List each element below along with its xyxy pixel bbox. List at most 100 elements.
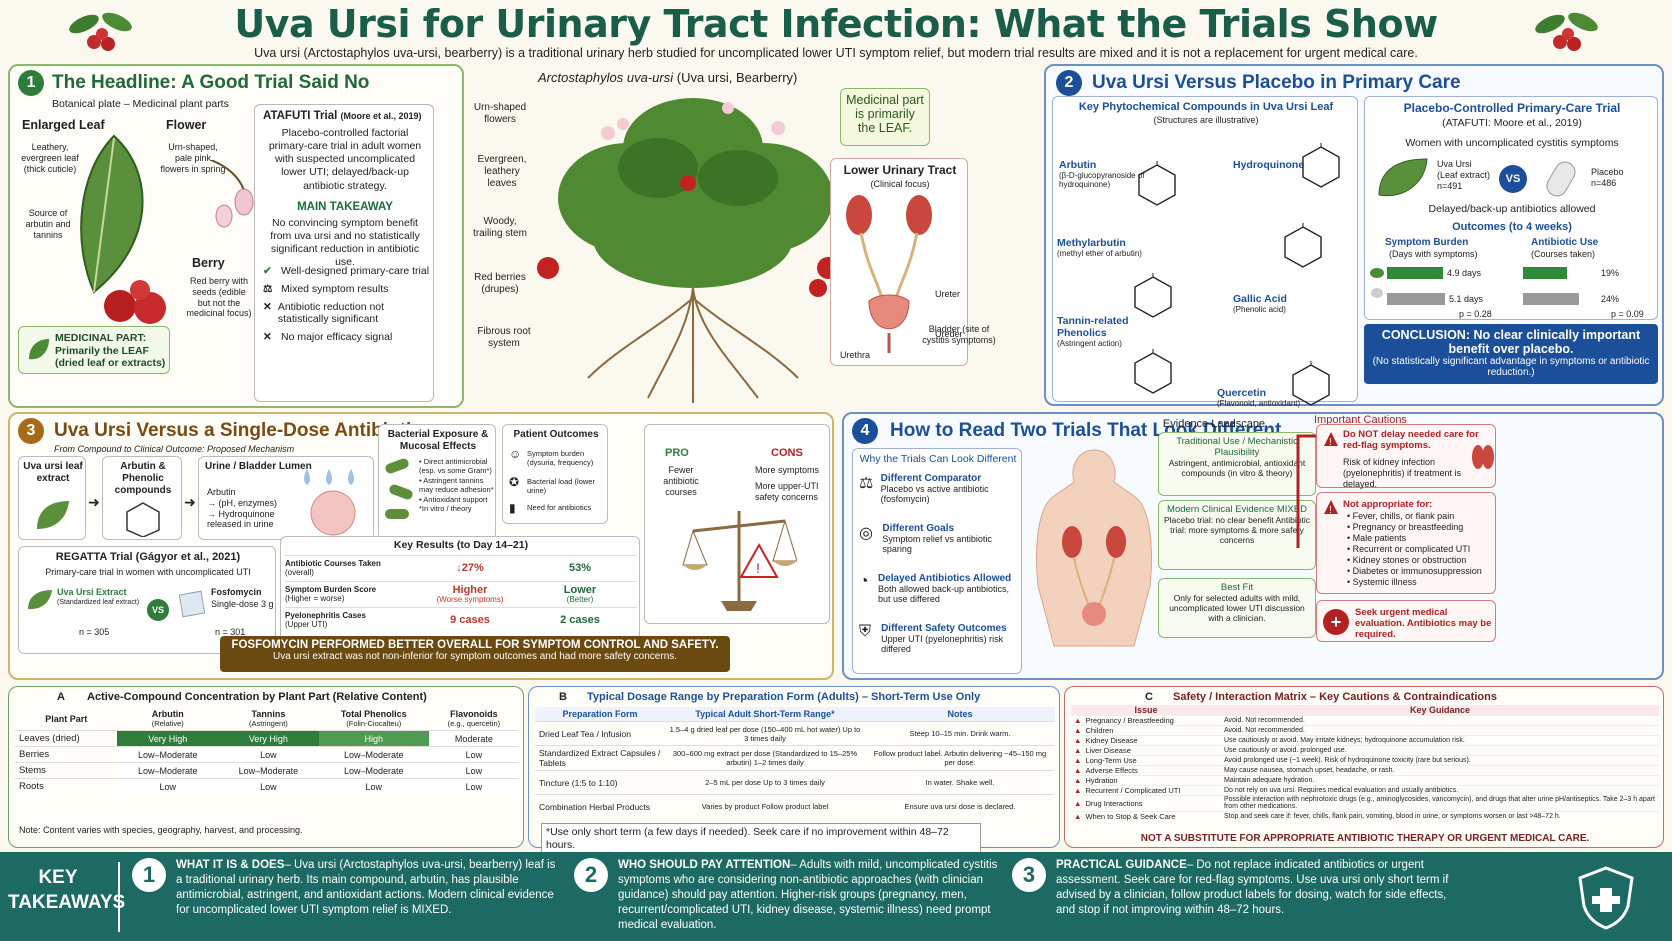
chemical-structure-icon: [1292, 361, 1330, 406]
compound: Hydroquinone: [1233, 159, 1323, 171]
plant-label: Red berries (drupes): [474, 272, 526, 295]
dose-range: Varies by product Follow product label: [701, 802, 829, 812]
landscape-title: Evidence Landscape: [1162, 418, 1266, 430]
level-cell: Low: [428, 778, 519, 794]
arrow-icon: ➜: [88, 494, 100, 510]
patient-outcome: Symptom burden (dysuria, frequency): [527, 449, 594, 467]
arm2-label: Placebo: [1591, 167, 1624, 177]
guidance-text: Possible interaction with nephrotoxic dr…: [1224, 796, 1655, 811]
pill-bottle-icon: ▮: [509, 501, 516, 515]
column-header: Tannins(Astringent): [218, 707, 319, 731]
warning-icon: ▲: [1074, 798, 1082, 808]
issue-cell: ▲Children: [1071, 726, 1221, 736]
step-extract: Uva ursi leaf extract: [18, 456, 86, 540]
x-icon: ✕: [263, 301, 272, 313]
issue-text: Long-Term Use: [1085, 756, 1137, 765]
takeaway-body: – Do not replace indicated antibiotics o…: [1056, 859, 1449, 916]
dose-notes: In water. Shake well.: [925, 778, 995, 787]
warning-icon: ▲: [1074, 716, 1082, 725]
section-number: 1: [18, 70, 44, 96]
evidence-desc: Only for selected adults with mild, unco…: [1169, 593, 1305, 623]
evidence-title: Traditional Use / Mechanistic Plausibili…: [1176, 436, 1298, 458]
check-text: No major efficacy signal: [281, 331, 393, 343]
dose-range: 1.5–4 g dried leaf per dose (150–400 mL …: [669, 724, 861, 743]
table-letter: A: [57, 691, 65, 703]
reason-title: Delayed Antibiotics Allowed: [877, 573, 1012, 584]
why-title: Why the Trials Can Look Different: [859, 453, 1017, 465]
results-title: Key Results (to Day 14–21): [393, 539, 529, 551]
bacteria-icon: ✪: [509, 475, 520, 489]
bacterial-exposure-box: Bacterial Exposure & Mucosal Effects • D…: [378, 424, 496, 540]
table-title: Typical Dosage Range by Preparation Form…: [587, 691, 981, 703]
takeaway-head: PRACTICAL GUIDANCE: [1056, 859, 1187, 871]
chemical-structure-icon: [1284, 223, 1322, 268]
outcome1-title: Symptom Burden: [1385, 237, 1469, 248]
issue-text: Hydration: [1085, 776, 1118, 785]
section-number: 2: [1056, 70, 1082, 96]
dose-range: 2–5 mL per dose Up to 3 times daily: [705, 778, 825, 787]
prep-form: Dried Leaf Tea / Infusion: [539, 728, 631, 739]
panel-placebo: 2 Uva Ursi Versus Placebo in Primary Car…: [1044, 64, 1664, 408]
takeaway-body: – Adults with mild, uncomplicated cystit…: [618, 859, 998, 931]
warning-icon: ▲: [1074, 811, 1082, 821]
check-text: Well-designed primary-care trial: [281, 265, 430, 277]
caution-item: • Systemic illness: [1347, 576, 1417, 587]
plant-part: Roots: [19, 781, 44, 792]
patient-outcomes-box: Patient Outcomes ☺ Symptom burden (dysur…: [502, 424, 608, 524]
compound-title: Key Phytochemical Compounds in Uva Ursi …: [1078, 101, 1334, 113]
level-cell: Low–Moderate: [218, 762, 319, 779]
evidence-title: Best Fit: [1220, 582, 1254, 593]
check-text: Antibiotic reduction not statistically s…: [277, 301, 385, 325]
lumen-line: → Hydroquinone released in urine: [207, 508, 275, 530]
table-note: Note: Content varies with species, geogr…: [19, 825, 303, 835]
evidence-desc: Placebo trial: no clear benefit Antibiot…: [1163, 515, 1310, 545]
bar-antibiotic-uvaursi: [1523, 267, 1567, 279]
column-header: Key Guidance: [1409, 705, 1471, 715]
step-compounds: Arbutin & Phenolic compounds: [102, 456, 182, 540]
banner-text: FOSFOMYCIN PERFORMED BETTER OVERALL FOR …: [231, 639, 719, 651]
issue-text: Recurrent / Complicated UTI: [1085, 786, 1181, 795]
issue-text: Drug Interactions: [1085, 798, 1143, 808]
body-illustration-icon: [1036, 449, 1152, 647]
placebo-pill-icon: [1546, 161, 1576, 197]
berry-sprig-icon: [1535, 12, 1598, 51]
plant-title-common: (Uva ursi, Bearberry): [676, 70, 798, 85]
page-title: Uva Ursi for Urinary Tract Infection: Wh…: [234, 2, 1438, 46]
leaf-and-pill-icon: [1370, 268, 1384, 298]
compound-desc: (β-D-glucopyranoside of hydroquinone): [1059, 171, 1145, 189]
evidence-title: Modern Clinical Evidence MIXED: [1167, 504, 1307, 515]
sachet-icon: [178, 590, 206, 618]
delayed-antibiotics-note: Delayed/back-up antibiotics allowed: [1428, 203, 1596, 215]
arm2-n: n=486: [1591, 177, 1617, 188]
compound: Methylarbutin(methyl ether of arbutin): [1057, 237, 1147, 258]
result-row: Antibiotic Courses Taken(overall)↓27%53%: [285, 555, 637, 581]
takeaway-title: MAIN TAKEAWAY: [297, 201, 393, 213]
cons-text: More symptoms: [755, 465, 820, 475]
level-cell: Low–Moderate: [117, 762, 219, 779]
column-header: Issue: [1134, 705, 1158, 715]
bladder-droplets-icon: [304, 469, 356, 536]
vs-badge: VS: [147, 599, 169, 621]
issue-cell: ▲Liver Disease: [1071, 746, 1221, 756]
plant-label: Urn-shaped flowers: [473, 102, 527, 125]
outcome2-sub: (Courses taken): [1531, 249, 1596, 259]
reason-title: Different Goals: [882, 523, 955, 534]
issue-cell: ▲When to Stop & Seek Care: [1071, 811, 1221, 821]
level-cell: Low: [428, 746, 519, 763]
result-label-text: Antibiotic Courses Taken: [285, 558, 381, 568]
plant-part: Stems: [19, 765, 46, 776]
berry-sprig-icon: [69, 12, 132, 51]
column-header-text: Arbutin: [151, 709, 184, 719]
issue-cell: ▲Drug Interactions: [1071, 796, 1221, 812]
takeaway-head: WHO SHOULD PAY ATTENTION: [618, 859, 791, 871]
